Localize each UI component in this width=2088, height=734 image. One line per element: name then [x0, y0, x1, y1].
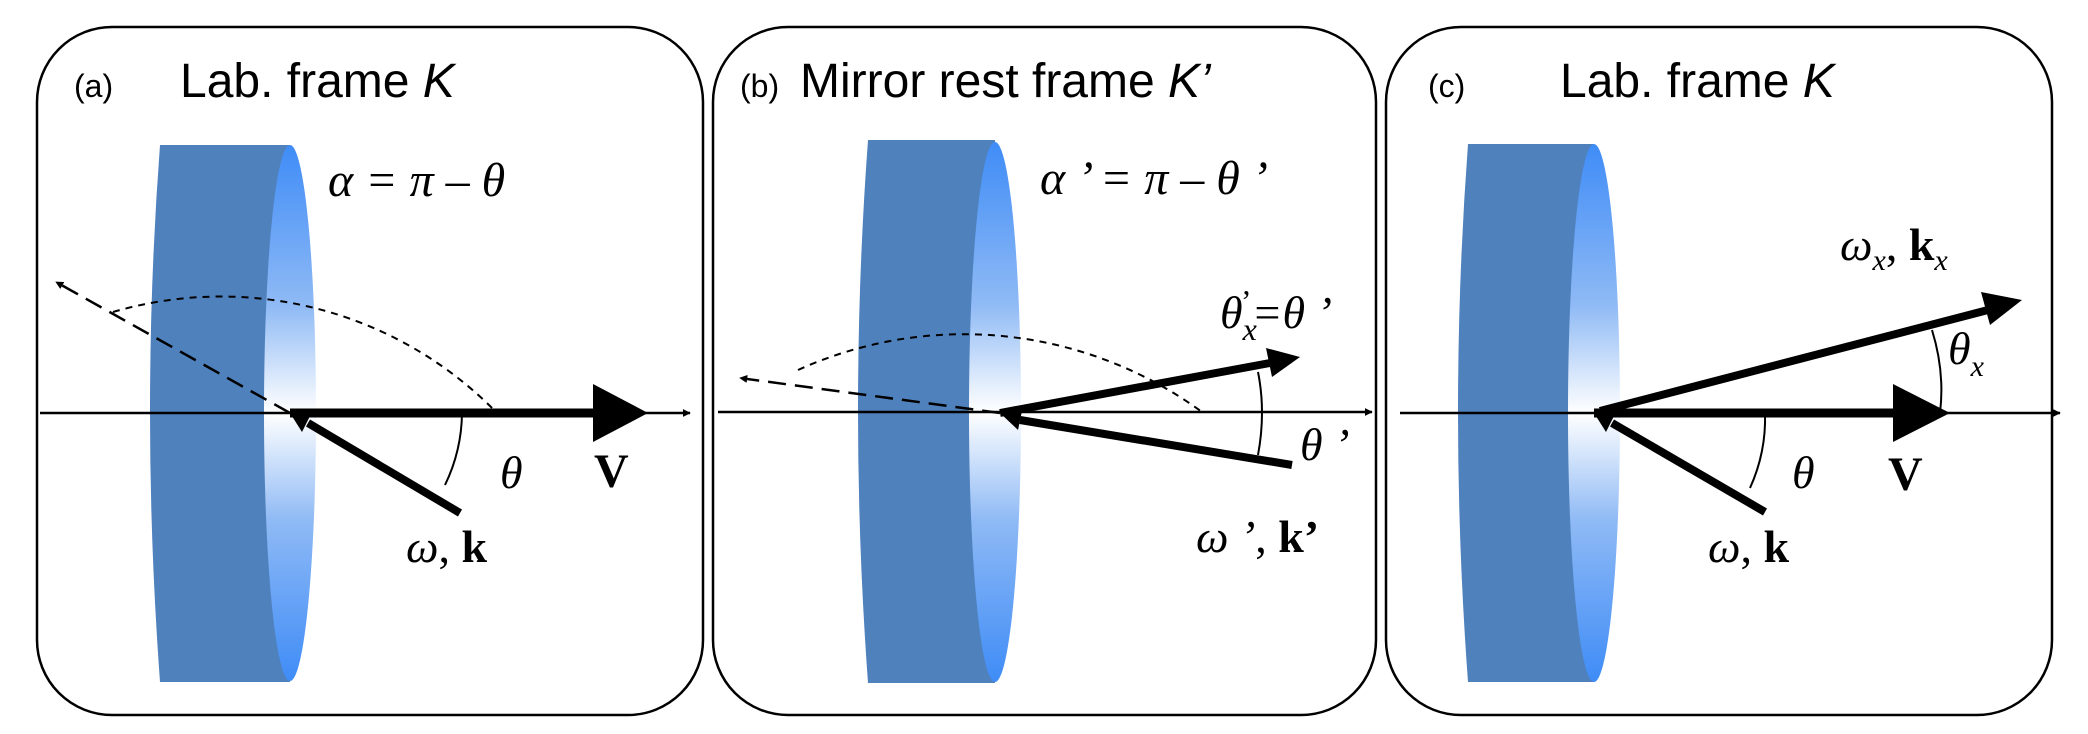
panel-a-letter: (a) [74, 68, 113, 104]
panel-b: (b) Mirror rest frame K’ α ’ = π – θ ’ θ… [711, 25, 1378, 717]
alpha-arc-a [112, 295, 498, 414]
panel-a: (a) Lab. frame K α = π – θ θ V ω, k [35, 25, 705, 717]
panel-a-title: Lab. frame K [180, 55, 457, 108]
theta-x-label-c: θx [1948, 323, 1985, 383]
panel-a-frame [35, 25, 705, 717]
panel-c: (c) Lab. frame K ωx, kx θx θ V ω, k [1384, 25, 2061, 717]
panel-c-letter: (c) [1428, 68, 1465, 104]
velocity-label-a: V [594, 445, 629, 498]
panel-c-title: Lab. frame K [1560, 55, 1837, 108]
reflected-arrowhead-c [1981, 292, 2022, 325]
incident-label-a: ω, k [406, 521, 487, 572]
theta-label-c: θ [1792, 447, 1815, 498]
incident-label-b: ω ’, k’ [1196, 511, 1319, 562]
panel-b-letter: (b) [740, 68, 779, 104]
theta-arc-a [444, 412, 463, 486]
incident-ray-a [305, 419, 463, 517]
theta-x-arc-c [1931, 329, 1943, 414]
incident-ray-b [1019, 416, 1293, 469]
reflected-ray-c [1598, 306, 1990, 415]
alpha-label-a: α = π – θ [328, 154, 505, 207]
alpha-label-b: α ’ = π – θ ’ [1040, 152, 1268, 205]
theta-arc-c [1749, 412, 1767, 489]
velocity-arrowhead-a [593, 384, 648, 442]
incident-arrowhead-b [1000, 406, 1023, 430]
theta-arc-b [1257, 371, 1263, 456]
incident-label-c: ω, k [1708, 521, 1789, 572]
panel-b-title: Mirror rest frame K’ [800, 55, 1212, 108]
reflected-label-c: ωx, kx [1840, 219, 1948, 277]
incident-ray-c [1609, 419, 1768, 516]
velocity-label-c: V [1888, 448, 1923, 501]
reflected-ray-b [739, 374, 1001, 415]
reflected-heavy-b [999, 359, 1271, 417]
reflected-arrowhead-b [1266, 348, 1300, 377]
theta-label-b: θ ’ [1300, 419, 1349, 470]
reflected-ray-a [55, 280, 291, 415]
theta-x-label-b: θx’=θ ’ [1220, 283, 1332, 347]
alpha-arc-b [797, 333, 1203, 413]
velocity-arrowhead-c [1893, 384, 1950, 442]
theta-label-a: θ [500, 447, 523, 498]
